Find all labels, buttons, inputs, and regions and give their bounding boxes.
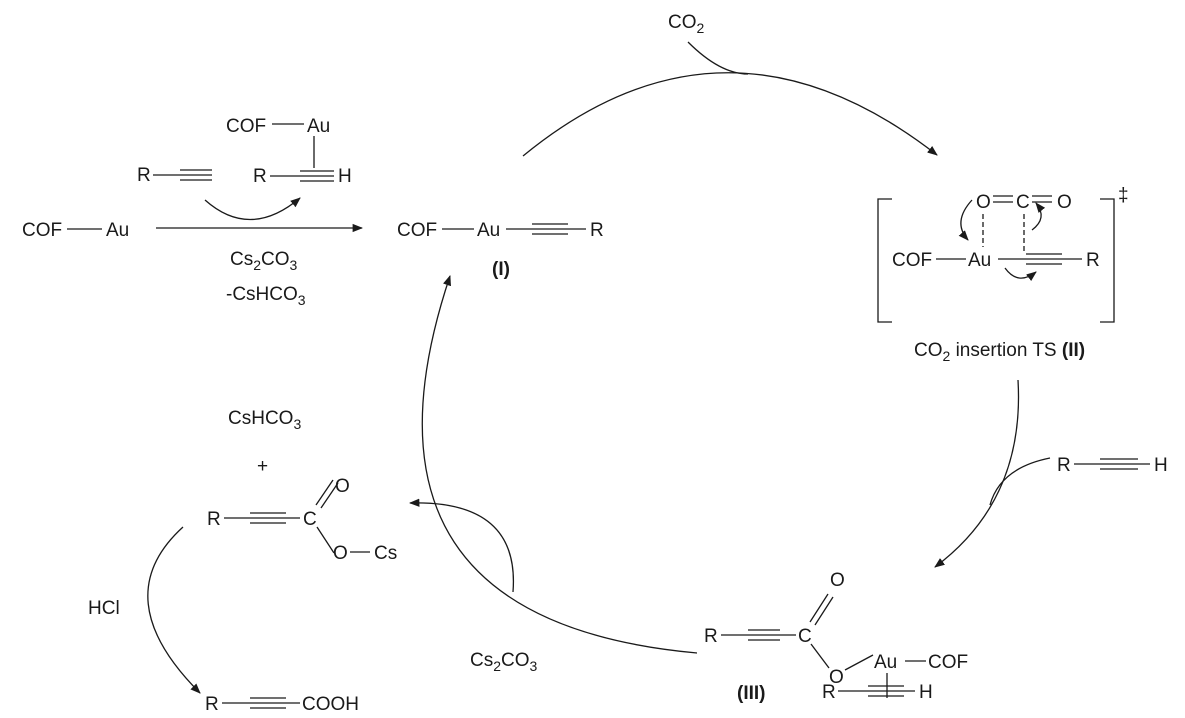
svg-text:R: R (704, 626, 718, 647)
svg-text:COOH: COOH (302, 694, 359, 715)
svg-text:O: O (1057, 192, 1072, 213)
svg-text:O: O (830, 570, 845, 591)
svg-text:O: O (335, 476, 350, 497)
svg-text:R: R (205, 694, 219, 715)
cycle-arrow-right (934, 379, 1020, 568)
plus-sign: + (257, 456, 268, 477)
bond (316, 526, 335, 554)
cycle-arrow-left (421, 275, 698, 654)
svg-text:R: R (137, 165, 151, 186)
bond (315, 479, 334, 506)
svg-text:Cs2CO3: Cs2CO3 (230, 249, 298, 273)
curved-arrow (958, 199, 973, 241)
svg-text:H: H (338, 166, 352, 187)
bond (320, 482, 339, 509)
au-pi-alkyne-byproduct: COF Au R H (226, 116, 352, 187)
svg-text:H: H (919, 682, 933, 703)
svg-text:COF: COF (397, 220, 437, 241)
right-bracket (1100, 198, 1115, 323)
svg-text:Au: Au (968, 250, 991, 271)
left-bracket (877, 198, 892, 323)
cs2co3-label: Cs2CO3 (470, 650, 538, 674)
svg-text:C: C (798, 626, 812, 647)
hcl-label: HCl (88, 598, 120, 619)
co2-reagent-in: CO2 (668, 12, 749, 75)
bond (844, 654, 874, 671)
svg-text:-CsHCO3: -CsHCO3 (226, 284, 306, 308)
intermediate-I: COF Au R (I) (397, 220, 604, 280)
label-II: CO2 insertion TS (II) (914, 340, 1085, 364)
label-III: (III) (737, 683, 766, 704)
svg-text:O: O (976, 192, 991, 213)
svg-text:R: R (1086, 250, 1100, 271)
curved-line (687, 41, 749, 75)
intermediate-III: R C O O Au COF R H (III) (704, 570, 968, 704)
bond (814, 596, 834, 626)
cshco3-label: CsHCO3 (228, 408, 301, 432)
transition-state-II: ‡ O C O COF Au R CO2 insertion TS (II) (877, 185, 1129, 364)
svg-text:CO2: CO2 (668, 12, 705, 36)
svg-text:R: R (207, 509, 221, 530)
terminal-alkyne-reagent: R (137, 165, 212, 186)
svg-text:COF: COF (226, 116, 266, 137)
cof-label: COF (22, 220, 62, 241)
curved-arrow (1031, 202, 1046, 231)
svg-text:R: R (590, 220, 604, 241)
bond (810, 643, 830, 669)
svg-text:Cs: Cs (374, 543, 397, 564)
dagger-symbol: ‡ (1118, 185, 1129, 206)
terminal-alkyne-in: R H (989, 455, 1168, 506)
curved-arrow (1004, 267, 1037, 282)
bond (809, 593, 829, 623)
svg-text:O: O (829, 667, 844, 688)
svg-text:Au: Au (477, 220, 500, 241)
au-label: Au (106, 220, 129, 241)
label-I: (I) (492, 259, 510, 280)
cycle-arrow-top (522, 72, 938, 157)
curved-arrow (204, 197, 301, 221)
svg-text:R: R (1057, 455, 1071, 476)
product-release-arrow (408, 498, 515, 593)
svg-text:R: R (253, 166, 267, 187)
svg-text:C: C (303, 509, 317, 530)
svg-text:COF: COF (892, 250, 932, 271)
svg-text:Au: Au (874, 652, 897, 673)
svg-text:H: H (1154, 455, 1168, 476)
svg-text:COF: COF (928, 652, 968, 673)
propiolic-acid-product: R COOH (205, 694, 359, 715)
svg-text:C: C (1016, 192, 1030, 213)
svg-text:Au: Au (307, 116, 330, 137)
acidification-arrow (147, 526, 201, 694)
start-catalyst: COF Au (22, 220, 129, 241)
svg-text:R: R (822, 682, 836, 703)
cesium-carboxylate: R C O O Cs (207, 476, 397, 564)
base-reagents: Cs2CO3 -CsHCO3 (226, 249, 306, 308)
svg-text:O: O (333, 543, 348, 564)
curved-line (989, 457, 1051, 506)
